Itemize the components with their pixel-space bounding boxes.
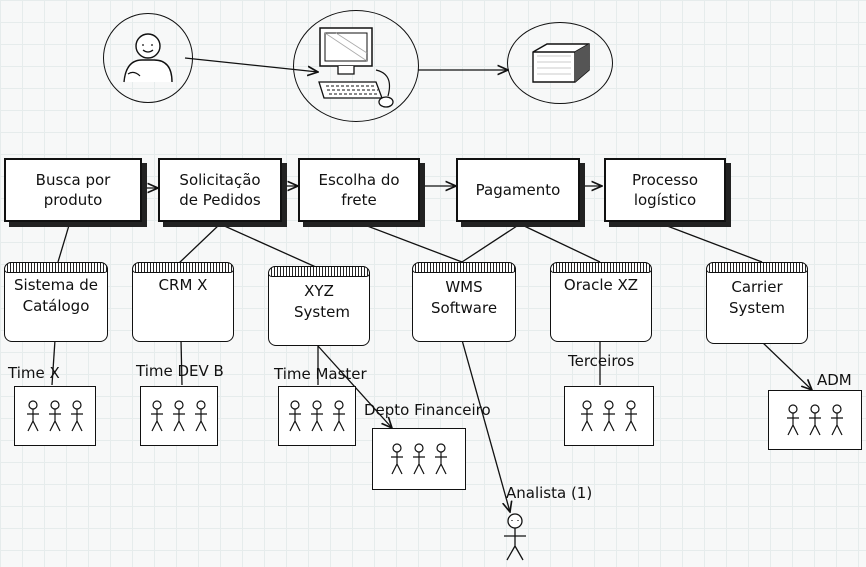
process-solicitacao-label: Solicitação de Pedidos [179,171,261,209]
process-frete: Escolha do frete [298,158,420,222]
system-carrier: Carrier System [706,262,808,344]
computer-circle [293,10,419,122]
arrow-wms-analista [461,339,510,512]
person-icon [49,400,61,432]
person-icon [311,400,323,432]
process-logistico: Processo logístico [604,158,726,222]
process-busca: Busca por produto [4,158,142,222]
link-pag-wms [461,223,521,263]
person-icon [625,400,637,432]
person-icon [581,400,593,432]
person-icon [391,443,403,475]
team-label-depto: Depto Financeiro [364,401,491,419]
system-crm: CRM X [132,262,234,342]
user-circle [103,13,193,103]
system-xyz-label: XYZ System [294,282,350,321]
person-icon [173,400,185,432]
arrow-carrier-adm [761,341,812,390]
team-box-timemaster [278,386,356,446]
link-busca-catalogo [57,221,71,263]
team-box-depto [372,428,466,490]
person-icon [289,400,301,432]
person-icon [603,400,615,432]
system-wms: WMS Software [412,262,516,342]
system-xyz: XYZ System [268,266,370,346]
process-solicitacao: Solicitação de Pedidos [158,158,282,222]
process-busca-label: Busca por produto [35,171,111,209]
person-icon [333,400,345,432]
team-label-timedev: Time DEV B [136,362,224,380]
link-frete-wms [361,223,463,263]
system-carrier-label: Carrier System [729,278,785,317]
user-icon [123,33,173,83]
system-oracle: Oracle XZ [550,262,652,342]
link-proc-carrier [661,223,763,263]
person-icon [435,443,447,475]
link-solic-crm [177,223,221,265]
process-logistico-label: Processo logístico [631,171,699,209]
team-label-timex: Time X [8,364,60,382]
team-label-timemaster: Time Master [274,365,367,383]
team-box-timedev [140,386,218,446]
person-icon [195,400,207,432]
person-icon [831,404,843,436]
link-crm-timedev [180,339,183,386]
package-icon [532,43,590,83]
process-pagamento: Pagamento [456,158,580,222]
package-circle [507,22,613,104]
process-frete-label: Escolha do frete [318,171,400,209]
process-pagamento-label: Pagamento [475,181,561,199]
analyst-label: Analista (1) [506,484,593,502]
team-label-terceiros: Terceiros [568,352,635,370]
link-catalogo-timex [51,339,56,386]
team-box-terceiros [564,386,654,446]
system-catalogo-label: Sistema de Catálogo [14,276,98,315]
stick-person-icon [504,513,526,561]
system-crm-label: CRM X [158,276,208,294]
person-icon [151,400,163,432]
person-icon [27,400,39,432]
person-icon [787,404,799,436]
link-pag-oracle [519,223,601,263]
team-label-adm: ADM [817,371,852,389]
person-icon [413,443,425,475]
person-icon [809,404,821,436]
computer-icon [318,27,394,108]
system-catalogo: Sistema de Catálogo [4,262,108,342]
link-solic-xyz [219,223,319,269]
team-box-adm [768,390,862,450]
person-icon [71,400,83,432]
team-box-timex [14,386,96,446]
system-wms-label: WMS Software [430,278,498,317]
system-oracle-label: Oracle XZ [563,276,639,294]
